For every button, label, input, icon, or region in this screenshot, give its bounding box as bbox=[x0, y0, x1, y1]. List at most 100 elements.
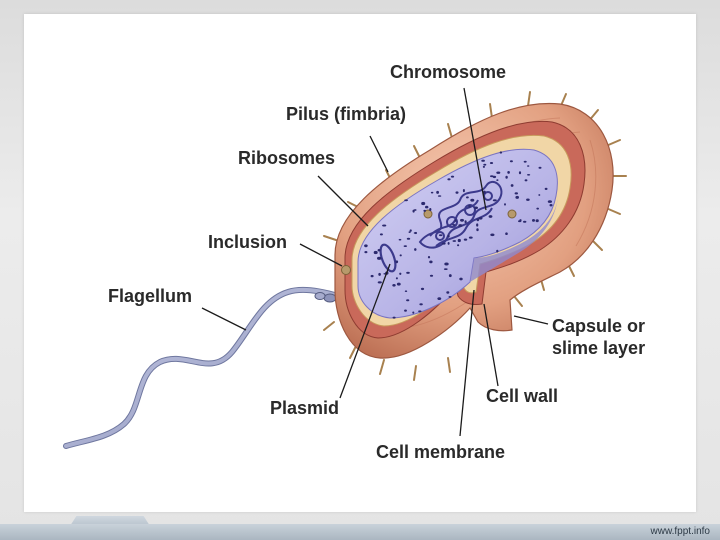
ribosome-dot bbox=[496, 249, 499, 253]
ribosome-dot bbox=[462, 189, 465, 193]
ribosome-dot bbox=[470, 198, 475, 202]
ribosome-dot bbox=[466, 196, 469, 199]
ribosome-dot bbox=[395, 277, 398, 280]
ribosome-dot bbox=[504, 203, 506, 206]
ribosome-dot bbox=[378, 272, 381, 276]
watermark-text: www.fppt.info bbox=[650, 526, 710, 537]
ribosome-dot bbox=[488, 215, 493, 218]
ribosome-dot bbox=[527, 174, 531, 176]
flagellum-filament bbox=[63, 286, 341, 449]
ribosome-dot bbox=[455, 191, 459, 194]
ribosome-dot bbox=[447, 178, 451, 181]
ribosome-dot bbox=[420, 287, 425, 291]
ribosome-dot bbox=[468, 204, 471, 208]
ribosome-dot bbox=[398, 238, 402, 241]
ribosome-dot bbox=[413, 209, 417, 211]
ribosome-dot bbox=[425, 205, 429, 209]
ribosome-dot bbox=[446, 291, 450, 294]
ribosome-dot bbox=[396, 282, 401, 286]
ribosome-dot bbox=[399, 254, 402, 257]
ribosome-dot bbox=[408, 231, 411, 234]
ribosome-dot bbox=[476, 228, 479, 232]
ribosome-dot bbox=[370, 274, 374, 278]
ribosome-dot bbox=[452, 240, 457, 242]
ribosome-dot bbox=[437, 297, 442, 300]
ribosome-dot bbox=[510, 184, 514, 187]
ribosome-dot bbox=[364, 244, 368, 248]
ribosome-dot bbox=[483, 190, 486, 194]
ribosome-dot bbox=[430, 191, 434, 194]
ribosome-dot bbox=[481, 159, 485, 162]
ribosome-dot bbox=[507, 171, 510, 174]
ribosome-dot bbox=[406, 299, 410, 302]
label-capsule-line2: slime layer bbox=[552, 338, 645, 358]
ribosome-dot bbox=[429, 260, 433, 264]
ribosome-dot bbox=[437, 195, 442, 197]
chromosome-coil-icon bbox=[418, 180, 503, 249]
ribosome-dot bbox=[490, 175, 494, 178]
leader-pilus bbox=[369, 135, 389, 173]
ribosome-dot bbox=[392, 284, 396, 287]
ribosome-dot bbox=[419, 303, 423, 306]
ribosome-dot bbox=[373, 250, 378, 255]
ribosome-dot bbox=[457, 244, 460, 247]
ribosome-dot bbox=[547, 200, 553, 203]
ribosome-dot bbox=[448, 296, 452, 298]
label-capsule-line1: Capsule or bbox=[552, 316, 645, 336]
ribosome-dot bbox=[492, 199, 497, 202]
flagellum-hook-icon bbox=[314, 292, 337, 303]
ribosome-dot bbox=[377, 249, 381, 252]
ribosome-dot bbox=[482, 165, 485, 168]
ribosome-dot bbox=[418, 310, 422, 313]
ribosome-dot bbox=[447, 242, 450, 245]
ribosome-dot bbox=[476, 223, 479, 227]
leader-flagellum bbox=[201, 307, 247, 331]
ribosome-dot bbox=[423, 209, 427, 212]
ribosome-dot bbox=[429, 274, 434, 277]
ribosome-dot bbox=[382, 224, 387, 227]
ribosome-dot bbox=[377, 281, 382, 284]
ribosome-dot bbox=[544, 187, 548, 190]
label-cell-wall: Cell wall bbox=[486, 386, 558, 406]
ribosome-dot bbox=[526, 198, 530, 201]
leader-cell-membrane bbox=[459, 289, 475, 437]
label-pilus: Pilus (fimbria) bbox=[286, 104, 406, 124]
ribosome-dot bbox=[505, 232, 508, 235]
cytoplasm bbox=[357, 148, 558, 319]
ribosome-dot bbox=[489, 162, 494, 164]
label-flagellum: Flagellum bbox=[108, 286, 192, 306]
ribosome-dot bbox=[483, 163, 487, 166]
ribosome-dot bbox=[412, 311, 415, 314]
ribosome-dot bbox=[527, 165, 530, 167]
inclusion-granule-icon bbox=[341, 209, 517, 275]
leader-chromosome bbox=[463, 87, 487, 211]
ribosome-dot bbox=[404, 199, 408, 202]
ribosome-dot bbox=[538, 166, 542, 169]
label-cell-membrane: Cell membrane bbox=[376, 442, 505, 462]
ribosome-dot bbox=[496, 171, 501, 174]
ribosome-dot bbox=[427, 256, 431, 259]
ribosome-dot bbox=[450, 175, 455, 178]
ribosome-dot bbox=[515, 195, 519, 199]
ribosome-dot bbox=[395, 260, 399, 264]
label-inclusion: Inclusion bbox=[208, 232, 287, 252]
ribosome-dot bbox=[421, 201, 426, 206]
ribosome-dot bbox=[524, 179, 528, 182]
ribosome-dot bbox=[447, 234, 450, 238]
leader-plasmid bbox=[339, 263, 391, 399]
ribosome-dot bbox=[459, 277, 463, 281]
ribosome-dot bbox=[438, 234, 443, 237]
ribosome-dot bbox=[518, 220, 522, 223]
ribosome-dot bbox=[523, 160, 527, 163]
ribosome-dot bbox=[414, 248, 417, 251]
ribosome-dot bbox=[448, 274, 452, 278]
ribosome-dot bbox=[454, 219, 457, 222]
ribosome-dot bbox=[532, 219, 535, 222]
leader-capsule bbox=[513, 315, 549, 325]
plasmid-ring-icon bbox=[379, 243, 397, 273]
ribosome-dot bbox=[377, 256, 382, 260]
ribosome-dot bbox=[429, 208, 432, 211]
ribosome-dot bbox=[452, 224, 456, 226]
ribosome-dot bbox=[523, 220, 527, 223]
